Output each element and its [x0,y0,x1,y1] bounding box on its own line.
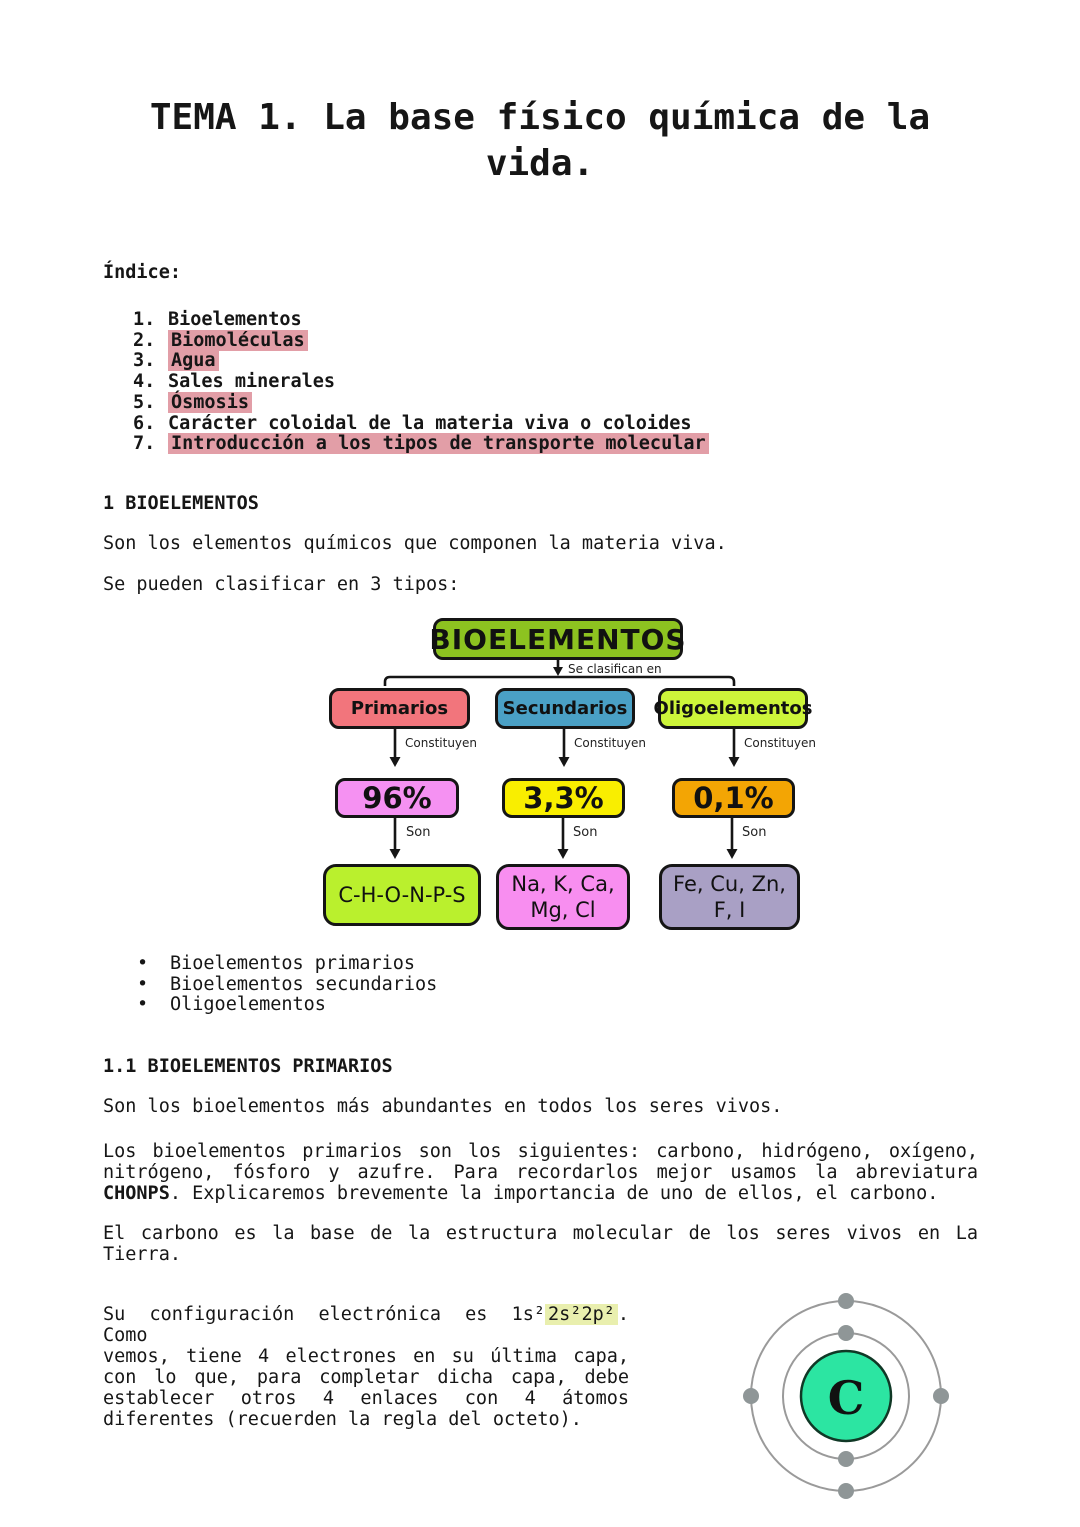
bullet-text: Bioelementos secundarios [170,973,438,995]
index-text: Sales minerales [168,371,336,393]
paragraph-line: CHONPS. Explicaremos brevemente la impor… [103,1183,978,1204]
electron-config-highlighted: 2s²2p² [545,1304,618,1325]
son-label-2: Son [573,825,598,840]
bullet-glyph: • [137,953,149,974]
elements-line: F, I [713,898,746,922]
index-number: 3. [133,350,156,372]
index-item-5: 5. Ósmosis [133,391,709,414]
carbon-atom-diagram: C [741,1291,951,1501]
arrowhead-root [553,667,563,676]
son-label-1: Son [406,825,431,840]
elements-line: Fe, Cu, Zn, [673,872,786,896]
paragraph-text: . Como [103,1304,629,1346]
bullet-glyph: • [137,973,149,995]
index-text-highlighted: Introducción a los tipos de transporte m… [168,433,709,455]
bullet-text: Bioelementos primarios [170,953,416,974]
bullet-item-1: • Bioelementos primarios [137,953,437,975]
arrowhead-constituyen-3 [728,757,740,767]
index-text-highlighted: Ósmosis [168,391,252,413]
arrowhead-constituyen-2 [558,757,570,767]
elements-line: C-H-O-N-P-S [338,883,466,907]
arrowhead-son-3 [726,849,738,859]
section-1-1-paragraph-2: Los bioelementos primarios son los sigui… [103,1141,978,1204]
section-1-1-paragraph-1: Son los bioelementos más abundantes en t… [103,1096,783,1117]
index-number: 4. [133,371,156,393]
electron [838,1483,854,1499]
diagram-root-box: BIOELEMENTOS [429,618,686,660]
constituyen-label-3: Constituyen [744,736,817,750]
index-text-highlighted: Agua [168,350,219,372]
index-item-2: 2. Biomoléculas [133,329,709,352]
constituyen-label-2: Constituyen [574,736,647,750]
elements-line: Na, K, Ca, [511,872,615,896]
index-item-6: 6. Carácter coloidal de la materia viva o… [133,412,709,435]
son-label-3: Son [742,825,767,840]
index-number: 5. [133,391,156,413]
index-number: 6. [133,412,156,434]
paragraph-line: vemos, tiene 4 electrones en su última c… [103,1346,629,1367]
paragraph-text: . Explicaremos brevemente la importancia… [169,1183,939,1204]
connector-branch-bracket [383,675,736,686]
paragraph-line: nitrógeno, fósforo y azufre. Para record… [103,1162,978,1183]
index-item-1: 1. Bioelementos [133,309,709,331]
index-list: 1. Bioelementos 2. Biomoléculas 3. Agua 4. S… [133,309,709,455]
paragraph-line: con lo que, para completar dicha capa, d… [103,1367,629,1388]
bullet-item-2: • Bioelementos secundarios [137,973,438,996]
diagram-connectors [383,659,740,859]
index-text: Bioelementos [168,309,302,330]
section-1-1-heading: 1.1 BIOELEMENTOS PRIMARIOS [103,1056,393,1077]
index-item-7: 7. Introducción a los tipos de transporte… [133,433,709,455]
elements-secundarios-box: Na, K, Ca,Mg, Cl [496,864,630,930]
bullet-item-3: • Oligoelementos [137,995,437,1016]
section-1-heading: 1 BIOELEMENTOS [103,493,259,514]
index-number: 2. [133,329,156,351]
element-symbol: C [828,1371,865,1425]
paragraph-line: Los bioelementos primarios son los sigui… [103,1141,978,1162]
elements-oligoelementos-box: Fe, Cu, Zn,F, I [659,864,800,930]
index-item-3: 3. Agua [133,350,709,372]
electron [838,1451,854,1467]
electron [838,1325,854,1341]
section-1-1-paragraph-3: El carbono es la base de la estructura m… [103,1223,978,1265]
nucleus [799,1349,893,1443]
elements-primarios-box: C-H-O-N-P-S [323,864,481,926]
bioelementos-concept-map: BIOELEMENTOS Se clasifican en Primarios … [315,608,835,938]
paragraph-line: diferentes (recuerden la regla del octet… [103,1409,582,1430]
page-title: TEMA 1. La base físico química de la vid… [149,97,931,184]
index-item-4: 4. Sales minerales [133,371,709,393]
index-number: 7. [133,433,156,455]
index-heading: Índice: [103,262,181,283]
carbon-atom-svg: C [743,1293,949,1499]
bullet-text: Oligoelementos [170,994,326,1016]
index-text-highlighted: Biomoléculas [168,329,308,351]
constituyen-label-1: Constituyen [405,736,478,750]
paragraph-line: Tierra. [103,1244,181,1265]
electron [838,1293,854,1309]
chonps-abbreviation: CHONPS [103,1183,170,1204]
electron [933,1388,949,1404]
bullet-glyph: • [137,994,149,1016]
percent-primarios-box: 96% [335,778,459,818]
percent-oligoelementos-box: 0,1% [672,778,795,818]
percent-secundarios-box: 3,3% [502,778,625,818]
oligoelementos-box: Oligoelementos [654,688,812,729]
arrowhead-son-2 [557,849,569,859]
index-number: 1. [133,309,156,330]
electron [743,1388,759,1404]
bioelementos-bullet-list: • Bioelementos primarios • Bioelementos se… [137,953,438,1016]
arrowhead-constituyen-1 [389,757,401,767]
primarios-box: Primarios [329,688,470,729]
secundarios-box: Secundarios [495,688,635,729]
paragraph-text: Su configuración electrónica es 1s² [103,1304,546,1325]
branch-label: Se clasifican en [568,662,662,676]
paragraph-line: El carbono es la base de la estructura m… [103,1223,978,1244]
section-1-paragraph-2: Se pueden clasificar en 3 tipos: [103,574,460,595]
index-text: Carácter coloidal de la materia viva o c… [168,412,692,434]
paragraph-line: establecer otros 4 enlaces con 4 átomos [103,1388,629,1409]
elements-line: Mg, Cl [530,898,596,922]
section-1-paragraph-1: Son los elementos químicos que componen … [103,533,727,554]
arrowhead-son-1 [389,849,401,859]
